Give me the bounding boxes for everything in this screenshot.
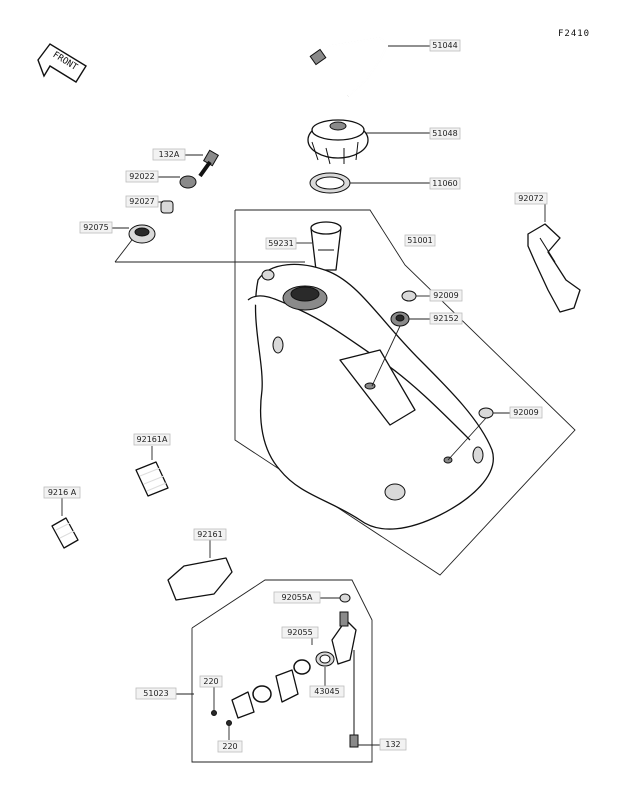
label-51048: 51048 (429, 127, 461, 140)
label-51044: 51044 (429, 39, 461, 52)
label-132a: 132A (152, 148, 186, 161)
svg-text:51044: 51044 (432, 41, 457, 50)
label-9216a: 9216 A (43, 486, 81, 499)
label-92072: 92072 (514, 192, 548, 205)
svg-text:51023: 51023 (143, 689, 168, 698)
label-220-lower: 220 (217, 740, 243, 753)
label-51023: 51023 (135, 687, 177, 700)
svg-text:92055: 92055 (287, 628, 312, 637)
svg-text:92022: 92022 (129, 172, 154, 181)
svg-text:51048: 51048 (432, 129, 457, 138)
label-43045: 43045 (309, 685, 345, 698)
damper-92161a-part (135, 461, 169, 497)
label-92009-lower: 92009 (509, 406, 543, 419)
svg-text:92009: 92009 (433, 291, 458, 300)
svg-text:92072: 92072 (518, 194, 543, 203)
svg-text:92027: 92027 (129, 197, 154, 206)
fuel-tank-part (247, 263, 494, 530)
cap-92009-lower-part (478, 407, 494, 419)
svg-text:92161A: 92161A (137, 435, 168, 444)
svg-text:9216 A: 9216 A (48, 488, 77, 497)
label-92055: 92055 (281, 626, 319, 639)
label-92022: 92022 (125, 170, 159, 183)
cap-gasket-part (309, 172, 351, 194)
svg-text:43045: 43045 (314, 687, 339, 696)
collar-part (160, 200, 174, 214)
label-132: 132 (379, 738, 407, 751)
svg-text:92009: 92009 (513, 408, 538, 417)
label-92055a: 92055A (273, 591, 321, 604)
label-11060: 11060 (429, 177, 461, 190)
svg-text:92075: 92075 (83, 223, 108, 232)
washer-part (179, 175, 197, 189)
label-59231: 59231 (265, 237, 297, 250)
bolt-132a-part (198, 149, 220, 178)
svg-text:132A: 132A (159, 150, 180, 159)
label-92027: 92027 (125, 195, 159, 208)
label-92152: 92152 (429, 312, 463, 325)
grommet-part (128, 224, 156, 244)
svg-text:92055A: 92055A (282, 593, 313, 602)
label-51001: 51001 (404, 234, 436, 247)
diagram-code: F2410 (558, 29, 591, 39)
fuel-hose-part (309, 36, 390, 97)
svg-text:11060: 11060 (432, 179, 457, 188)
pad-92161-part (167, 557, 233, 601)
fuel-cock-assembly (211, 593, 359, 748)
label-92161a: 92161A (133, 433, 171, 446)
damper-92152-part (390, 311, 410, 327)
cap-92009-upper-part (401, 290, 417, 302)
front-arrow-icon: FRONT (37, 43, 87, 83)
tank-filter-part (310, 221, 342, 271)
svg-text:220: 220 (203, 677, 218, 686)
svg-text:92161: 92161 (197, 530, 222, 539)
svg-text:92152: 92152 (433, 314, 458, 323)
label-92075: 92075 (79, 221, 113, 234)
svg-text:59231: 59231 (268, 239, 293, 248)
tank-strap-part (527, 223, 581, 313)
label-92009-upper: 92009 (429, 289, 463, 302)
label-92161: 92161 (193, 528, 227, 541)
label-220-upper: 220 (199, 675, 223, 688)
svg-text:51001: 51001 (407, 236, 432, 245)
svg-text:220: 220 (222, 742, 237, 751)
damper-9216a-part (51, 517, 79, 549)
svg-text:132: 132 (385, 740, 400, 749)
fuel-cap-part (307, 119, 369, 165)
